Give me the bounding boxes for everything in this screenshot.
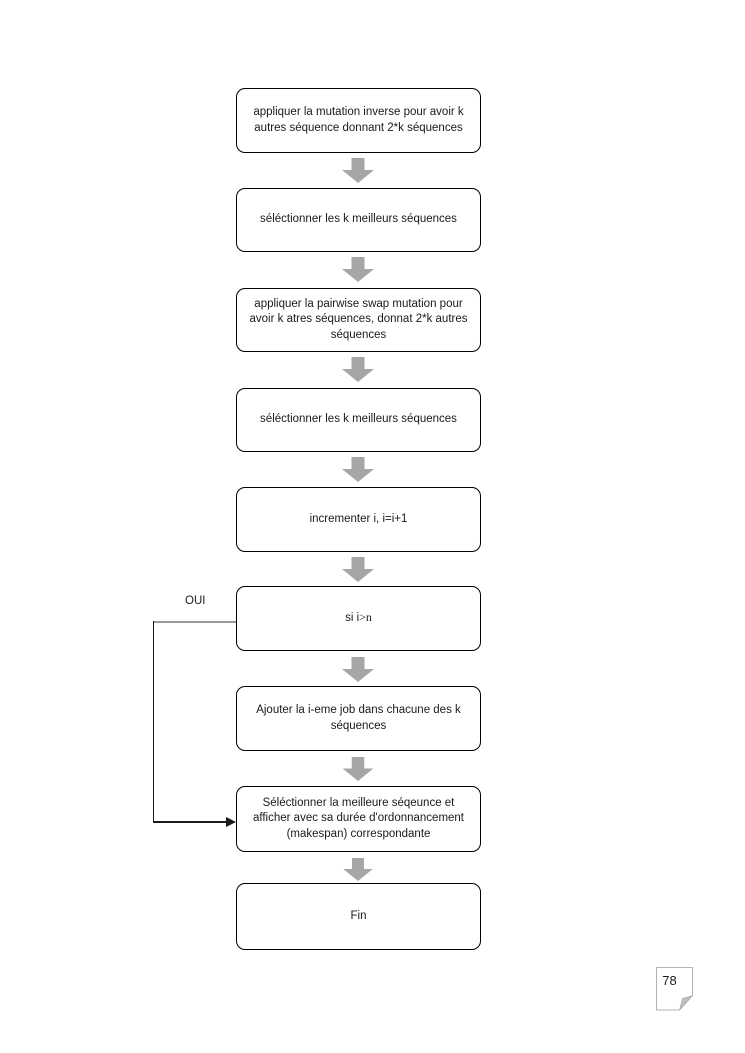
page-number: 78 [662, 973, 677, 988]
flow-node-label: incrementer i, i=i+1 [309, 512, 408, 525]
branch-label-oui: OUI [185, 595, 206, 607]
flow-node-fin: Fin [236, 883, 481, 950]
loop-arrowhead-icon [226, 817, 236, 827]
flow-node-select-k-2: séléctionner les k meilleurs séquences [236, 388, 481, 452]
flow-node-condition: si i>n [236, 586, 481, 651]
down-arrow-icon [342, 457, 374, 482]
flow-node-mutation-inverse: appliquer la mutation inverse pour avoir… [236, 88, 481, 153]
flow-node-label: si i>n [345, 610, 372, 625]
folded-page-icon [656, 967, 694, 1011]
flow-node-label: Ajouter la i-eme job dans chacune des k … [256, 704, 461, 732]
down-arrow-icon [342, 158, 374, 183]
flow-node-select-k-1: séléctionner les k meilleurs séquences [236, 188, 481, 252]
flow-node-label: séléctionner les k meilleurs séquences [260, 413, 457, 426]
page-number-box: 78 [656, 967, 694, 1011]
loop-connector-horizontal [152, 821, 228, 823]
flow-node-label: appliquer la pairwise swap mutation pour… [249, 297, 468, 341]
flow-node-label: séléctionner les k meilleurs séquences [260, 213, 457, 226]
flow-node-label: Fin [350, 909, 367, 922]
flow-node-add-job: Ajouter la i-eme job dans chacune des k … [236, 686, 481, 751]
flow-node-label: Séléctionner la meilleure séqeunce et af… [252, 796, 465, 840]
flow-node-label: appliquer la mutation inverse pour avoir… [253, 106, 464, 134]
loop-connector-vertical [152, 621, 155, 822]
flow-node-increment: incrementer i, i=i+1 [236, 487, 481, 552]
loop-connector-stub [153, 621, 236, 623]
flow-node-select-best: Séléctionner la meilleure séqeunce et af… [236, 786, 481, 852]
down-arrow-icon [342, 557, 374, 582]
down-arrow-icon [343, 858, 373, 881]
down-arrow-icon [342, 257, 374, 282]
down-arrow-icon [342, 657, 374, 682]
flow-node-pairwise-swap: appliquer la pairwise swap mutation pour… [236, 288, 481, 352]
down-arrow-icon [342, 357, 374, 382]
down-arrow-icon [342, 757, 374, 781]
